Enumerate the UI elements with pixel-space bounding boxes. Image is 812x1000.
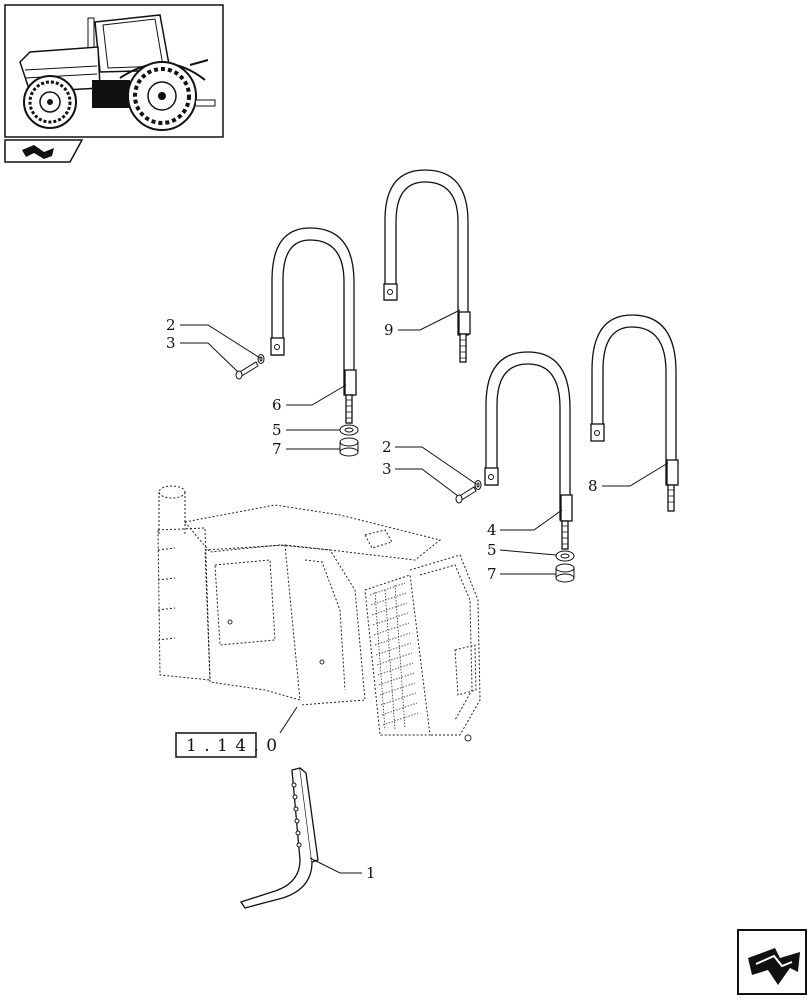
fuel-tank-assembly (157, 485, 481, 742)
nut-7b (555, 563, 575, 583)
leader-lines (180, 309, 669, 874)
washer-5a (339, 424, 359, 436)
callout-3b: 3 (382, 460, 392, 478)
callout-5a: 5 (272, 421, 282, 439)
callout-2a: 2 (166, 316, 176, 334)
reference-link[interactable]: 1 . 1 4 . 0 (175, 732, 278, 758)
reference-label: 1 . 1 4 . 0 (186, 736, 278, 756)
bolt-3b (455, 486, 477, 504)
callout-3a: 3 (166, 334, 176, 352)
callout-4: 4 (487, 521, 497, 539)
nut-7a (339, 437, 359, 457)
callout-2b: 2 (382, 438, 392, 456)
washer-5b (555, 550, 575, 562)
washer-2b (474, 480, 482, 490)
callout-labels: 2 3 6 5 7 9 2 3 4 5 7 8 1 (166, 316, 598, 882)
callout-1: 1 (366, 864, 376, 882)
callout-7a: 7 (272, 440, 282, 458)
callout-5b: 5 (487, 541, 497, 559)
strap-8 (590, 314, 679, 512)
callout-6: 6 (272, 396, 282, 414)
book-arrow-icon[interactable] (4, 139, 84, 163)
bolt-3a (235, 361, 259, 380)
strap-6 (270, 227, 357, 424)
callout-7b: 7 (487, 565, 497, 583)
callout-9: 9 (384, 321, 394, 339)
next-page-arrow-icon[interactable] (737, 929, 807, 995)
bracket-1 (239, 767, 319, 909)
callout-8: 8 (588, 477, 598, 495)
strap-4 (484, 351, 573, 550)
washer-2a (257, 354, 265, 364)
tractor-thumbnail[interactable] (4, 4, 224, 138)
strap-9 (383, 169, 471, 363)
